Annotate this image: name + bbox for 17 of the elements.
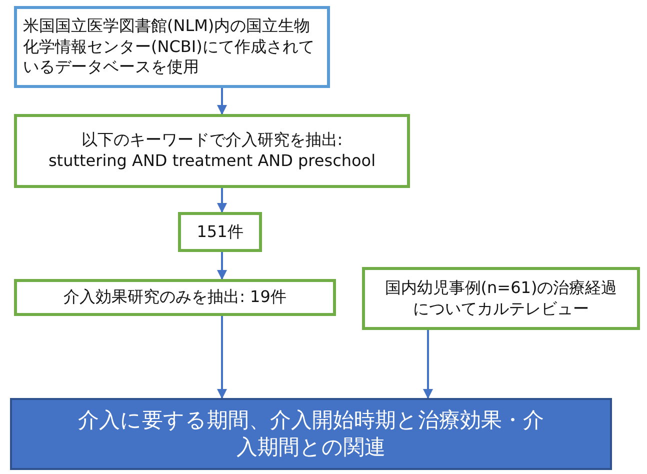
box-text: 介入効果研究のみを抽出: 19件: [62, 287, 288, 308]
arrow: [217, 88, 227, 115]
box-text: 151件: [196, 222, 244, 242]
process-box: [14, 279, 336, 316]
box-text: 国内幼児事例(n=61)の治療経過についてカルテレビュー: [384, 278, 618, 320]
box-text: 介入に要する期間、介入開始時期と治療効果・介入期間との関連: [77, 406, 545, 461]
box-text: 米国国立医学図書館(NLM)内の国立生物化学情報センター(NCBI)にて作成されているデータベースを使用: [22, 16, 316, 78]
box-text: 以下のキーワードで介入研究を抽出: stuttering AND treatment AND preschool: [47, 130, 377, 172]
arrow: [217, 316, 227, 399]
arrow: [217, 252, 227, 280]
process-box: [14, 114, 410, 188]
process-box: [14, 6, 330, 88]
result-box: [10, 398, 612, 470]
process-box: [178, 212, 262, 252]
arrow: [423, 330, 433, 399]
arrow: [217, 188, 227, 213]
process-box: [362, 267, 640, 330]
